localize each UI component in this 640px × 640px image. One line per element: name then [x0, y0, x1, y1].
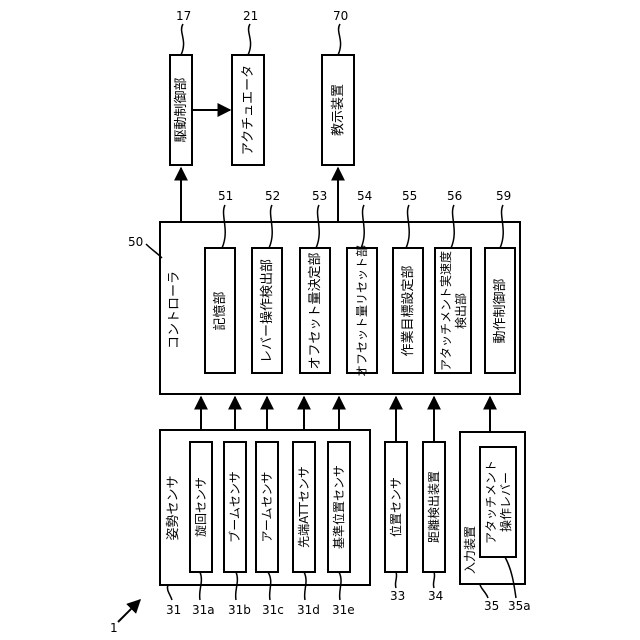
distance-detector-label: 距離検出装置: [427, 471, 441, 543]
ref-54: 54: [357, 189, 372, 203]
ref-53: 53: [312, 189, 327, 203]
position-sensor-label: 位置センサ: [388, 477, 403, 537]
ref-52: 52: [265, 189, 280, 203]
ref-31d: 31d: [297, 603, 320, 617]
offset-determine-unit-label: オフセット量決定部: [308, 252, 323, 369]
ref-17: 17: [176, 9, 191, 23]
ref-21: 21: [243, 9, 258, 23]
controller-label: コントローラ: [167, 271, 182, 349]
motion-control-unit-label: 動作制御部: [493, 278, 508, 343]
leader-34: [433, 572, 434, 588]
ref-35: 35: [484, 599, 499, 613]
actuator-label: アクチュエータ: [241, 65, 256, 155]
swing-sensor-label: 旋回センサ: [194, 477, 208, 537]
ref-figure-1: 1: [110, 621, 118, 635]
ref-31a: 31a: [192, 603, 215, 617]
offset-reset-unit-label: オフセット量リセット部: [354, 245, 369, 377]
ref-31c: 31c: [262, 603, 284, 617]
ref-70: 70: [333, 9, 348, 23]
ref-51: 51: [218, 189, 233, 203]
ref-59: 59: [496, 189, 511, 203]
teaching-device-label: 教示装置: [330, 84, 346, 136]
leader-31: [167, 585, 172, 600]
ref-position-sensor-label: 基準位置センサ: [331, 465, 346, 549]
attachment-speed-unit-label-2: 検出部: [453, 293, 468, 329]
attachment-lever-label-1: アタッチメント: [484, 460, 498, 544]
ref-31b: 31b: [228, 603, 251, 617]
arm-sensor-label: アームセンサ: [260, 472, 274, 543]
ref-31: 31: [166, 603, 181, 617]
leader-33: [395, 572, 396, 588]
leader-35: [480, 584, 488, 598]
storage-unit-label: 記憶部: [212, 291, 228, 330]
drive-controller-label: 駆動制御部: [174, 77, 189, 142]
ref-35a: 35a: [508, 599, 531, 613]
ref-56: 56: [447, 189, 462, 203]
figure-arrow: [118, 600, 140, 622]
ref-50: 50: [128, 235, 143, 249]
leader-21: [248, 24, 251, 55]
ref-31e: 31e: [332, 603, 355, 617]
tip-att-sensor-label: 先端ATTセンサ: [297, 466, 311, 548]
boom-sensor-label: ブームセンサ: [227, 471, 242, 543]
lever-detect-unit-label: レバー操作検出部: [259, 259, 275, 363]
leader-70: [338, 24, 341, 55]
posture-sensor-label: 姿勢センサ: [165, 475, 181, 540]
leader-17: [181, 24, 184, 55]
attachment-speed-unit-label-1: アタッチメント実速度: [438, 251, 453, 371]
ref-34: 34: [428, 589, 443, 603]
work-target-unit-label: 作業目標設定部: [400, 265, 416, 356]
ref-55: 55: [402, 189, 417, 203]
ref-33: 33: [390, 589, 405, 603]
attachment-lever-label-2: 操作レバー: [498, 472, 513, 532]
input-device-label: 入力装置: [463, 526, 477, 574]
